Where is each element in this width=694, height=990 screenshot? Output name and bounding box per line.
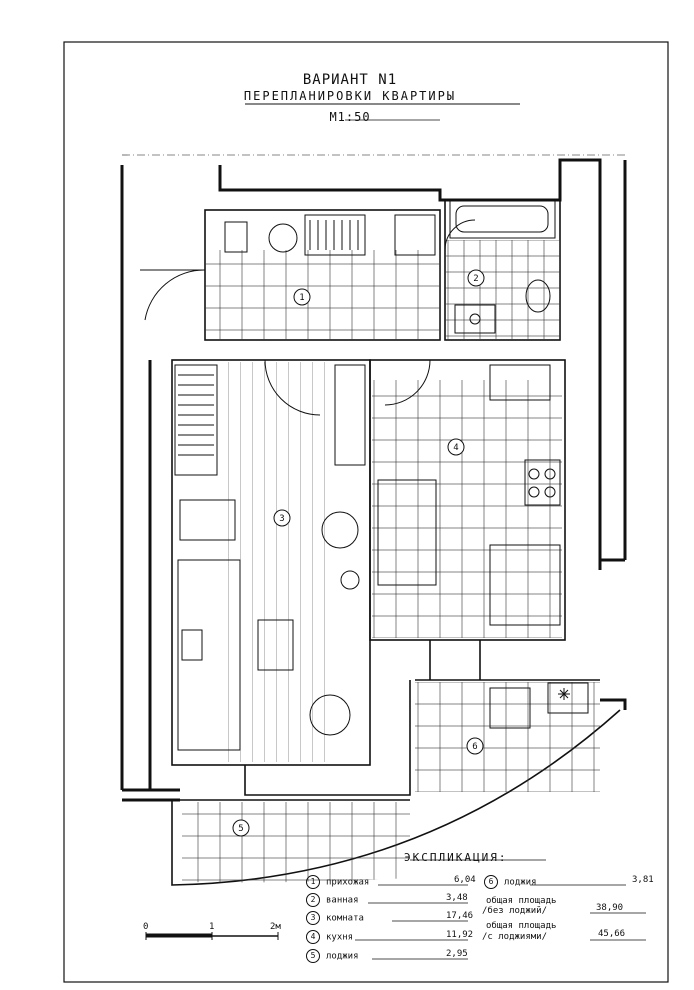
- room-marker-labels: 1 2 3 4 5 6: [238, 274, 478, 834]
- legend-name: лоджия: [504, 877, 537, 888]
- loggia-6-tiles: [415, 682, 600, 792]
- legend-area: 2,95: [446, 949, 468, 959]
- legend-row-2: 2 ванная 3,48: [306, 893, 468, 907]
- legend-name: ванная: [326, 895, 359, 906]
- legend-row-1: 1 прихожая 6,04: [306, 875, 476, 889]
- room-marker-1: 1: [299, 293, 304, 303]
- legend-num: 5: [306, 949, 320, 963]
- legend-name: комната: [326, 913, 364, 924]
- legend-num: 3: [306, 911, 320, 925]
- scale-mid: 1: [209, 922, 215, 932]
- scale-end: 2м: [270, 922, 281, 932]
- hall-tiles: [205, 250, 440, 340]
- legend-num: 1: [306, 875, 320, 889]
- legend-total-with-loggia-label: общая площадь: [486, 921, 557, 931]
- legend-num: 6: [484, 875, 498, 889]
- drawing-scale: М1:50: [329, 110, 371, 124]
- scale-bar: [145, 932, 279, 940]
- kitchen-tiles: [372, 380, 562, 638]
- legend-area: 3,48: [446, 893, 468, 903]
- legend-total-no-loggia-value: 38,90: [596, 903, 624, 913]
- legend-num: 2: [306, 893, 320, 907]
- legend-row-6: 6 лоджия 3,81: [484, 875, 654, 889]
- drawing-title: ВАРИАНТ N1: [302, 72, 398, 88]
- legend-area: 3,81: [632, 875, 654, 885]
- room-markers: [232, 269, 485, 837]
- room-marker-6: 6: [472, 742, 477, 752]
- legend-row-3: 3 комната 17,46: [306, 911, 473, 925]
- legend-area: 11,92: [446, 930, 474, 940]
- legend-title: ЭКСПЛИКАЦИЯ:: [404, 851, 508, 864]
- legend-row-4: 4 кухня 11,92: [306, 930, 473, 944]
- legend-total-no-loggia-note: /без лоджий/: [482, 906, 548, 916]
- room-parquet: [225, 362, 335, 762]
- legend-area: 17,46: [446, 911, 474, 921]
- room-marker-3: 3: [279, 514, 284, 524]
- legend-name: прихожая: [326, 877, 370, 888]
- room-furniture: [174, 359, 366, 751]
- room-marker-2: 2: [473, 274, 478, 284]
- drawing-subtitle: ПЕРЕПЛАНИРОВКИ КВАРТИРЫ: [243, 89, 457, 103]
- bath-fixtures: [444, 199, 556, 334]
- legend-num: 4: [306, 930, 320, 944]
- legend-row-5: 5 лоджия 2,95: [306, 949, 468, 963]
- legend-total-no-loggia-label: общая площадь: [486, 896, 557, 906]
- legend-leaders: [355, 859, 646, 960]
- room-marker-5: 5: [238, 824, 243, 834]
- bath-tiles: [445, 240, 560, 340]
- hall-fixtures: [140, 214, 436, 321]
- legend-name: лоджия: [326, 951, 359, 962]
- loggia-6-fixtures: [489, 682, 589, 729]
- legend-area: 6,04: [454, 875, 476, 885]
- sheet-frame: [63, 41, 669, 983]
- scale-start: 0: [143, 922, 149, 932]
- kitchen-furniture: [377, 359, 561, 626]
- loggia-5-tiles: [182, 802, 410, 883]
- legend-name: кухня: [326, 932, 354, 943]
- legend-total-with-loggia-note: /с лоджиями/: [482, 932, 548, 942]
- legend-total-with-loggia-value: 45,66: [598, 929, 626, 939]
- room-marker-4: 4: [453, 443, 458, 453]
